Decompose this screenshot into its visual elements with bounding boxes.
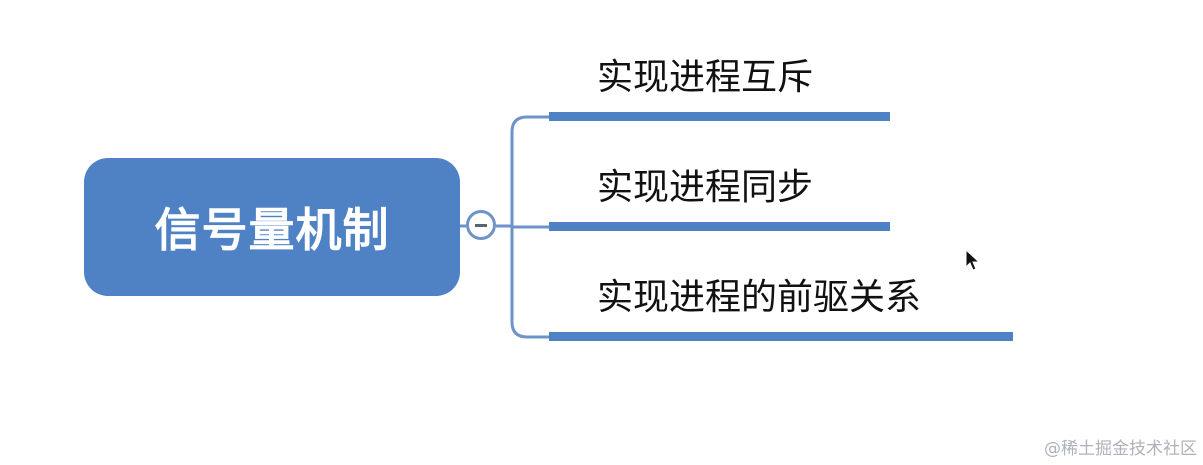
branch-underline-precedence [549,332,1013,341]
branch-label-mutex[interactable]: 实现进程互斥 [597,57,814,98]
minus-circle-icon [475,224,487,227]
root-node[interactable]: 信号量机制 [84,158,460,296]
branch-underline-mutex [549,112,890,121]
branch-label-sync[interactable]: 实现进程同步 [597,167,814,208]
branch-label-precedence[interactable]: 实现进程的前驱关系 [597,277,922,318]
root-node-label: 信号量机制 [154,203,390,257]
branch-underline-sync [549,222,890,231]
collapse-toggle-button[interactable] [466,210,496,240]
watermark: @稀土掘金技术社区 [1044,439,1197,459]
mouse-cursor-icon [965,249,981,271]
